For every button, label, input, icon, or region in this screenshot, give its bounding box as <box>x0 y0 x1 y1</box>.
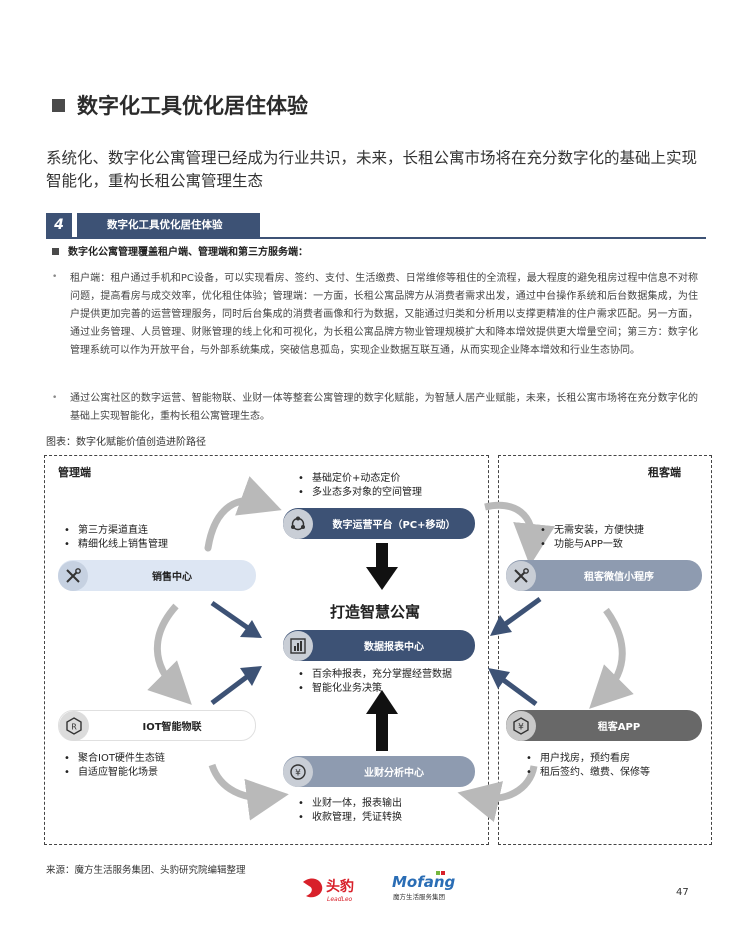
tenant-zone-label: 租客端 <box>648 466 681 479</box>
yen-icon: ¥ <box>506 710 536 741</box>
sales-center-node: 销售中心 <box>58 560 256 591</box>
arrow-iot-to-report <box>210 666 262 705</box>
curved-arrow-top-left <box>204 476 282 552</box>
leadleo-logo: 头豹 LeadLeo <box>300 874 380 908</box>
arrow-app-to-report <box>488 668 538 707</box>
digital-ops-platform-node: 数字运营平台（PC+移动） <box>283 508 475 539</box>
bar-chart-icon <box>283 630 313 661</box>
tools-icon <box>58 560 88 591</box>
r-circle-icon: R <box>59 710 89 741</box>
arrow-miniprogram-to-report <box>490 596 542 636</box>
yen-coin-icon: ¥ <box>283 756 313 787</box>
svg-text:¥: ¥ <box>518 722 524 732</box>
iot-bullets: •聚合IOT硬件生态链 •自适应智能化场景 <box>64 753 165 778</box>
sales-bullets: •第三方渠道直连 •精细化线上销售管理 <box>64 525 168 550</box>
tools-icon <box>506 560 536 591</box>
curved-arrow-right-bottom <box>457 765 538 823</box>
mini-program-node: 租客微信小程序 <box>506 560 702 591</box>
paragraph-1: 租户端：租户通过手机和PC设备，可以实现看房、签约、支付、生活缴费、日常维修等租… <box>70 273 698 356</box>
bullet-dot: • <box>52 272 58 282</box>
source-note: 来源：魔方生活服务集团、头豹研究院编辑整理 <box>46 865 246 876</box>
tenant-app-node: ¥ 租客APP <box>506 710 702 741</box>
svg-text:LeadLeo: LeadLeo <box>327 896 353 903</box>
finance-bullets: •业财一体，报表输出 •收款管理，凭证转换 <box>298 798 402 823</box>
svg-text:头豹: 头豹 <box>326 878 354 895</box>
down-arrow-black <box>366 543 398 590</box>
hub-title: 打造智慧公寓 <box>330 603 421 621</box>
page-title: 数字化工具优化居住体验 <box>77 94 308 118</box>
svg-text:¥: ¥ <box>295 768 301 778</box>
management-zone-label: 管理端 <box>58 466 91 479</box>
curved-arrow-right-mid <box>589 607 634 709</box>
curved-arrow-left-mid <box>147 603 192 705</box>
section-number: 4 <box>46 213 72 237</box>
tenant-app-bullets: •用户找房，预约看房 •租后签约、缴费、保修等 <box>526 753 650 778</box>
arrow-sales-to-report <box>210 600 262 638</box>
management-zone-box <box>44 455 489 845</box>
report-bullets: •百余种报表，充分掌握经营数据 •智能化业务决策 <box>298 669 452 694</box>
paragraph-2: 通过公寓社区的数字运营、智能物联、业财一体等整套公寓管理的数字化赋能，为智慧人居… <box>70 393 698 422</box>
bullet-dot: • <box>52 393 58 403</box>
figure-caption: 图表：数字化赋能价值创造进阶路径 <box>46 437 206 448</box>
subheading-square-marker <box>52 248 59 255</box>
mini-program-bullets: •无需安装，方便快捷 •功能与APP一致 <box>540 525 644 550</box>
svg-text:魔方生活服务集团: 魔方生活服务集团 <box>393 892 445 901</box>
up-arrow-black <box>366 690 398 751</box>
page-number: 47 <box>676 887 689 898</box>
svg-text:Mofang: Mofang <box>392 873 456 891</box>
iot-node: R IOT智能物联 <box>58 710 256 741</box>
curved-arrow-left-bottom <box>208 763 289 821</box>
title-square-marker <box>52 99 65 112</box>
curved-arrow-top-right <box>484 501 555 566</box>
top-bullets: •基础定价+动态定价 •多业态多对象的空间管理 <box>298 473 422 498</box>
section-rule <box>46 237 706 239</box>
network-icon <box>283 508 313 539</box>
finance-center-node: ¥ 业财分析中心 <box>283 756 475 787</box>
mofang-logo: Mofang 魔方生活服务集团 <box>390 869 462 907</box>
svg-text:R: R <box>71 722 77 731</box>
intro-text: 系统化、数字化公寓管理已经成为行业共识，未来，长租公寓市场将在充分数字化的基础上… <box>46 149 698 190</box>
data-report-center-node: 数据报表中心 <box>283 630 475 661</box>
tenant-zone-box <box>498 455 712 845</box>
section-label: 数字化工具优化居住体验 <box>77 213 260 237</box>
subheading: 数字化公寓管理覆盖租户端、管理端和第三方服务端： <box>68 247 308 258</box>
